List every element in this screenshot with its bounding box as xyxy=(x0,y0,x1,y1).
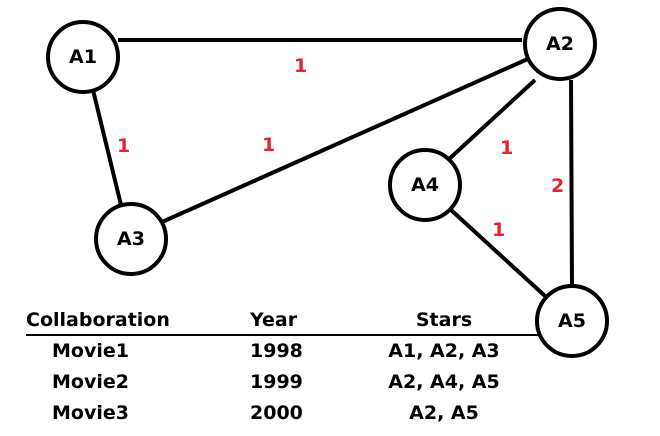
node-a2: A2 xyxy=(523,7,597,81)
header-year: Year xyxy=(248,306,350,336)
edge-a1-a3 xyxy=(91,89,123,206)
cell-stars: A1, A2, A3 xyxy=(388,340,500,362)
cell-year: 1998 xyxy=(250,340,303,362)
table-row: Movie3 2000 A2, A5 xyxy=(26,398,538,429)
edge-weight-a2-a4: 1 xyxy=(500,137,513,159)
cell-movie: Movie1 xyxy=(52,340,129,362)
edge-weight-a1-a3: 1 xyxy=(117,135,130,157)
cell-movie: Movie2 xyxy=(52,371,129,393)
node-a5: A5 xyxy=(535,284,609,358)
node-a4: A4 xyxy=(388,148,462,222)
node-label-a5: A5 xyxy=(558,310,586,332)
edge-weight-a1-a2: 1 xyxy=(294,55,307,77)
cell-stars: A2, A5 xyxy=(409,402,479,424)
collaboration-table: Collaboration Year Stars Movie1 1998 A1,… xyxy=(26,306,538,429)
table-row: Movie2 1999 A2, A4, A5 xyxy=(26,367,538,398)
node-a3: A3 xyxy=(94,202,168,276)
cell-year: 2000 xyxy=(250,402,303,424)
node-label-a3: A3 xyxy=(117,228,145,250)
table-row: Movie1 1998 A1, A2, A3 xyxy=(26,335,538,367)
edge-weight-a3-a2: 1 xyxy=(262,134,275,156)
edge-a4-a5 xyxy=(448,207,547,298)
node-a1: A1 xyxy=(46,20,120,94)
table-header-row: Collaboration Year Stars xyxy=(26,306,538,336)
node-label-a2: A2 xyxy=(546,33,574,55)
cell-stars: A2, A4, A5 xyxy=(388,371,500,393)
header-collaboration: Collaboration xyxy=(26,306,248,336)
edge-a2-a4 xyxy=(446,78,537,162)
node-label-a1: A1 xyxy=(69,46,97,68)
edge-a3-a2 xyxy=(161,56,531,224)
header-stars: Stars xyxy=(350,306,538,336)
cell-year: 1999 xyxy=(250,371,303,393)
edge-weight-a4-a5: 1 xyxy=(492,219,505,241)
edge-weight-a2-a5: 2 xyxy=(551,175,564,197)
node-label-a4: A4 xyxy=(411,174,439,196)
edge-a2-a5 xyxy=(569,79,574,288)
cell-movie: Movie3 xyxy=(52,402,129,424)
